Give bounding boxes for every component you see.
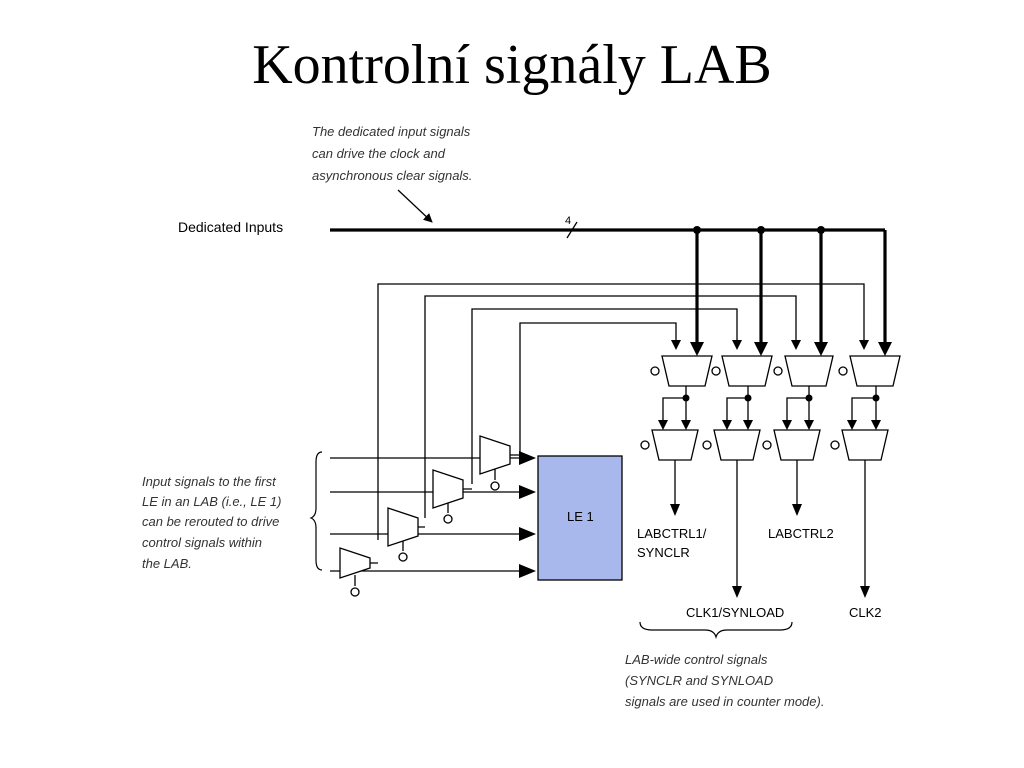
left-mux-4-select-bubble [490,481,500,491]
top-mux-3-select-bubble [773,366,783,376]
annotation-left-line-4: control signals within [142,535,262,550]
bus-junction-2 [757,226,765,234]
bottom-mux-4-select-bubble [830,440,840,450]
left-mux-3 [432,469,464,509]
annotation-left-line-5: the LAB. [142,556,192,571]
mux-link-dot-3 [805,394,813,402]
annotation-top-line-2: can drive the clock and [312,146,446,161]
bottom-mux-4 [841,429,889,461]
top-mux-2 [721,355,773,387]
top-mux-1 [661,355,713,387]
annotation-top-line-3: asynchronous clear signals. [312,168,472,183]
mux-link-dot-1 [682,394,690,402]
top-mux-4-select-bubble [838,366,848,376]
top-mux-2-select-bubble [711,366,721,376]
route-line-3 [471,308,738,484]
mux-link-arrowheads [658,420,881,430]
labctrl1-label-line-1: LABCTRL1/ [637,526,707,541]
route-line-1 [377,283,865,540]
route-line-2 [424,295,797,518]
left-mux-1-select-bubble [350,587,360,597]
bus-junction-3 [817,226,825,234]
annotation-bottom-line-1: LAB-wide control signals [625,652,768,667]
bottom-mux-3-select-bubble [762,440,772,450]
le1-block [537,455,623,581]
bottom-mux-2-select-bubble [702,440,712,450]
annotation-left-line-3: can be rerouted to drive [142,514,279,529]
top-mux-3 [784,355,834,387]
left-mux-1 [339,547,371,579]
left-mux-select-lines [354,469,496,586]
mux-link-2 [726,386,749,420]
left-mux-2-select-bubble [398,552,408,562]
bottom-mux-3 [773,429,821,461]
clk1-label: CLK1/SYNLOAD [686,605,784,620]
labctrl1-label-line-2: SYNCLR [637,545,690,560]
output-arrowheads [670,504,870,598]
top-mux-1-select-bubble [650,366,660,376]
annotation-left-line-2: LE in an LAB (i.e., LE 1) [142,494,281,509]
le1-label: LE 1 [567,509,594,524]
top-mux-4 [849,355,901,387]
bus-junction-1 [693,226,701,234]
annotation-bottom-line-2: (SYNCLR and SYNLOAD [625,673,773,688]
annotation-top-line-1: The dedicated input signals [312,124,471,139]
bottom-brace [639,621,793,640]
mux-link-4 [851,386,877,420]
mux-link-3 [786,386,810,420]
left-mux-3-select-bubble [443,514,453,524]
slide-title: Kontrolní signály LAB [252,34,772,96]
mux-link-dot-2 [744,394,752,402]
left-mux-4 [479,435,511,475]
annotation-top-pointer [397,189,433,223]
bottom-mux-1-select-bubble [640,440,650,450]
mux-link-dot-4 [872,394,880,402]
left-mux-2 [387,507,419,547]
labctrl2-label: LABCTRL2 [768,526,834,541]
bottom-mux-2 [713,429,761,461]
bottom-mux-1 [651,429,699,461]
le1-input-arrowheads [519,451,536,578]
bus-width-label: 4 [565,215,571,227]
dedicated-inputs-label: Dedicated Inputs [178,219,283,235]
left-brace [309,451,323,571]
clk2-label: CLK2 [849,605,882,620]
left-mux-outputs [370,454,520,564]
annotation-left-line-1: Input signals to the first [142,474,277,489]
route-line-4 [519,322,677,458]
mux-link-1 [662,386,687,420]
annotation-bottom-line-3: signals are used in counter mode). [625,694,824,709]
bus-width-slash [566,221,578,239]
